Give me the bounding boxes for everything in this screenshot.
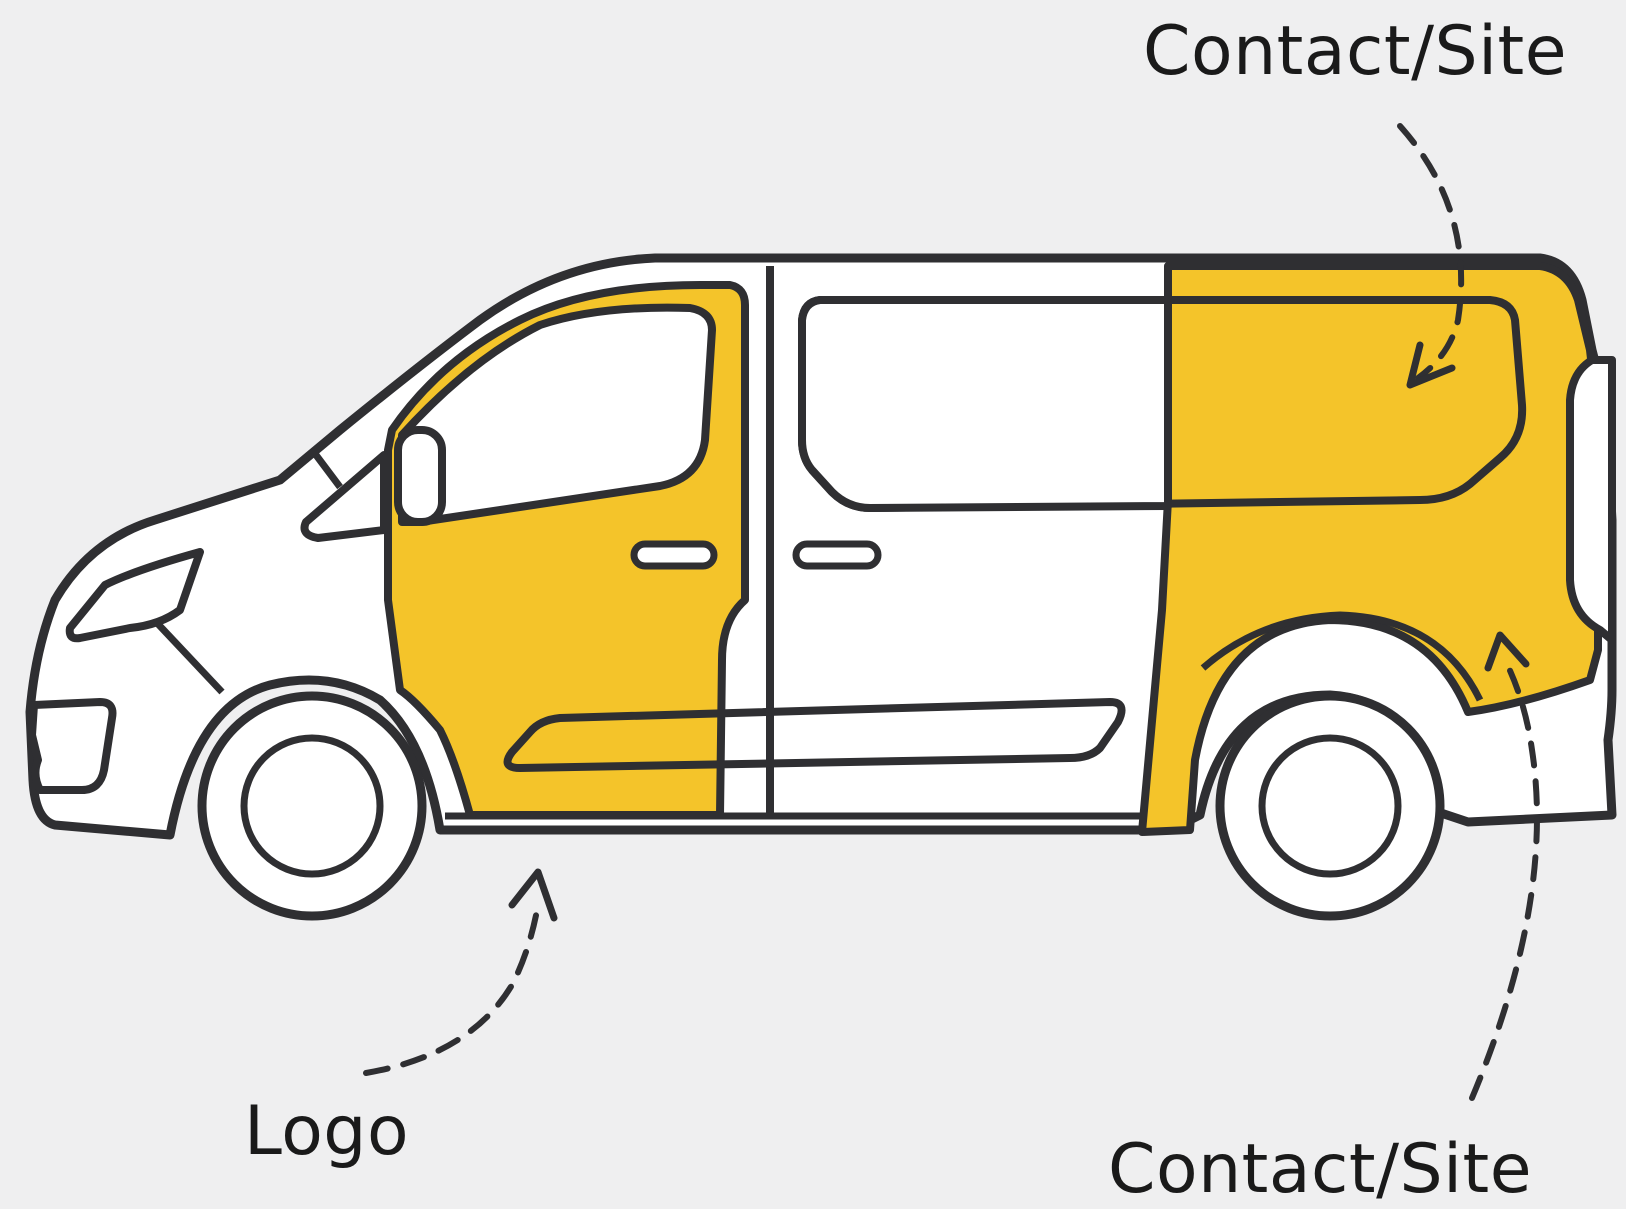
front-door-handle <box>634 544 714 566</box>
sliding-door-window-glass <box>802 300 1168 508</box>
label-contact-site-top: Contact/Site <box>1143 18 1567 86</box>
label-logo: Logo <box>244 1098 409 1166</box>
rear-wheel-hub <box>1262 738 1398 874</box>
label-contact-site-bottom: Contact/Site <box>1108 1136 1532 1204</box>
front-grille <box>32 702 113 790</box>
front-wheel-hub <box>244 738 380 874</box>
tail-light <box>1570 360 1612 640</box>
arrow-logo <box>366 905 538 1073</box>
arrowhead-logo <box>512 872 554 918</box>
side-mirror <box>398 430 442 522</box>
sliding-door-handle <box>796 544 878 566</box>
